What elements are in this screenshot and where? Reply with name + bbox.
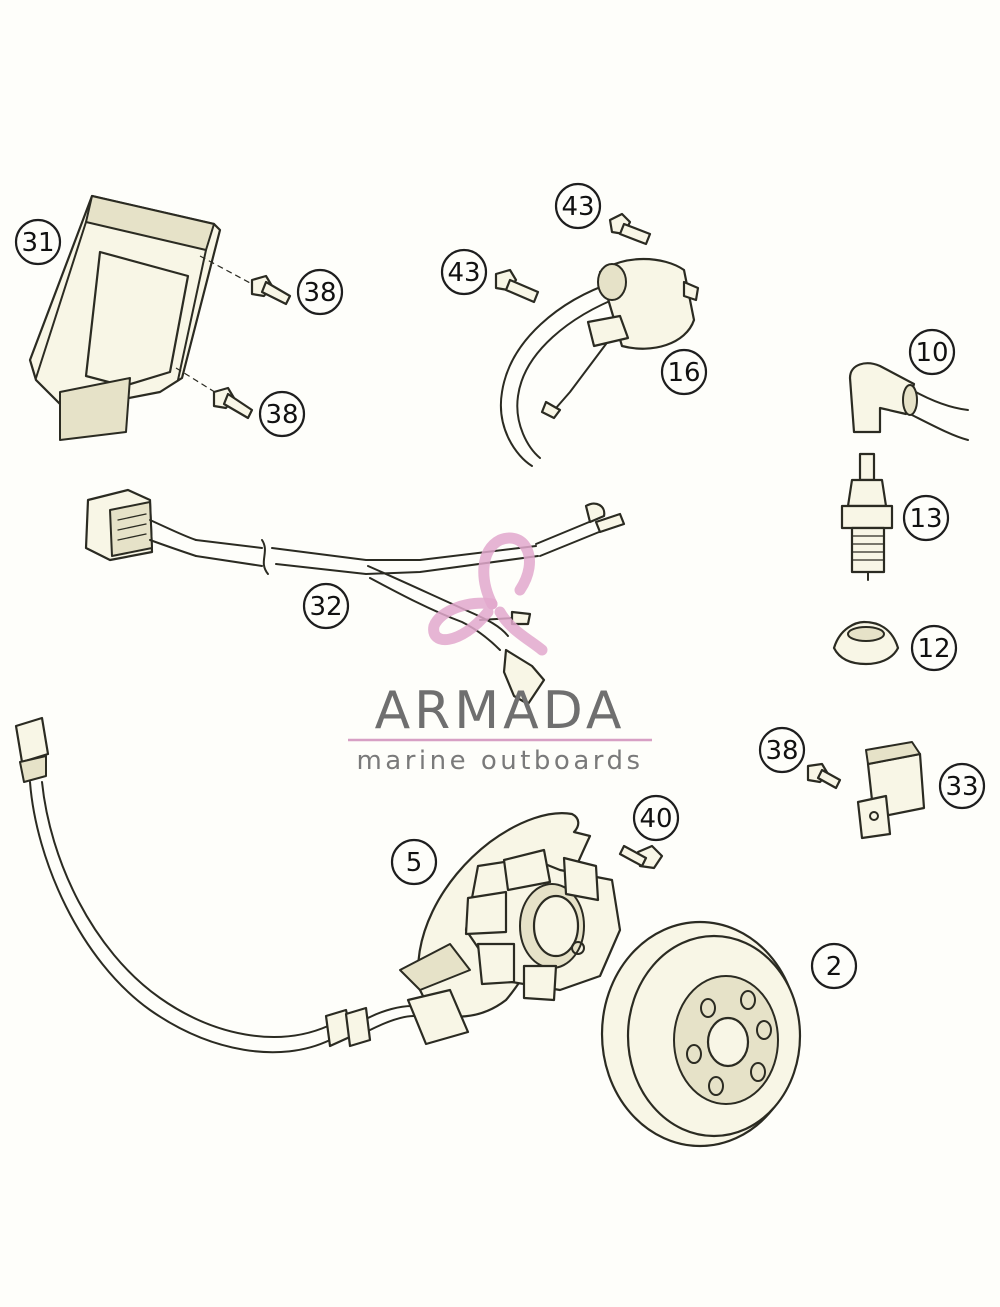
callout-label: 40 (639, 804, 672, 834)
callout-label: 33 (945, 772, 978, 802)
watermark: ARMADA marine outboards (348, 532, 652, 776)
callout-label: 12 (917, 634, 950, 664)
callout-43-lower: 43 (440, 248, 488, 296)
bolt-40 (618, 844, 664, 870)
bolt-43-lower (494, 268, 540, 304)
callout-16: 16 (660, 348, 708, 396)
callout-label: 13 (909, 504, 942, 534)
callout-13: 13 (902, 494, 950, 542)
regulator-33 (856, 741, 926, 840)
bolt-43-upper (608, 212, 652, 246)
callout-label: 43 (447, 258, 480, 288)
callout-32: 32 (302, 582, 350, 630)
stator-cable (14, 716, 415, 1054)
callout-40: 40 (632, 794, 680, 842)
bolt-38-upper (250, 274, 292, 306)
callout-10: 10 (908, 328, 956, 376)
callout-label: 38 (265, 400, 298, 430)
flywheel-rotor (600, 920, 802, 1148)
callout-label: 31 (21, 228, 54, 258)
callout-2: 2 (810, 942, 858, 990)
callout-38-upper: 38 (296, 268, 344, 316)
callout-38-bracket: 38 (758, 726, 806, 774)
callout-label: 38 (303, 278, 336, 308)
ecu-control-unit (28, 194, 253, 441)
callout-label: 5 (406, 848, 423, 878)
bolt-38-lower (212, 386, 254, 420)
callout-38-lower: 38 (258, 390, 306, 438)
wiring-harness (84, 488, 626, 706)
callout-label: 10 (915, 338, 948, 368)
spark-plug (840, 452, 894, 581)
callout-5: 5 (390, 838, 438, 886)
callout-label: 2 (826, 952, 843, 982)
callout-12: 12 (910, 624, 958, 672)
callout-label: 32 (309, 592, 342, 622)
bolt-38-bracket (806, 762, 842, 790)
callout-label: 43 (561, 192, 594, 222)
callout-label: 16 (667, 358, 700, 388)
ignition-coil (499, 257, 700, 467)
watermark-tagline: marine outboards (356, 746, 643, 776)
callout-43-upper: 43 (554, 182, 602, 230)
spark-plug-cap (848, 362, 969, 441)
callout-31: 31 (14, 218, 62, 266)
watermark-propeller-icon (428, 532, 548, 656)
watermark-brand: ARMADA (375, 681, 626, 741)
callout-33: 33 (938, 762, 986, 810)
stator (399, 812, 622, 1046)
rubber-seal (832, 620, 900, 666)
callout-label: 38 (765, 736, 798, 766)
